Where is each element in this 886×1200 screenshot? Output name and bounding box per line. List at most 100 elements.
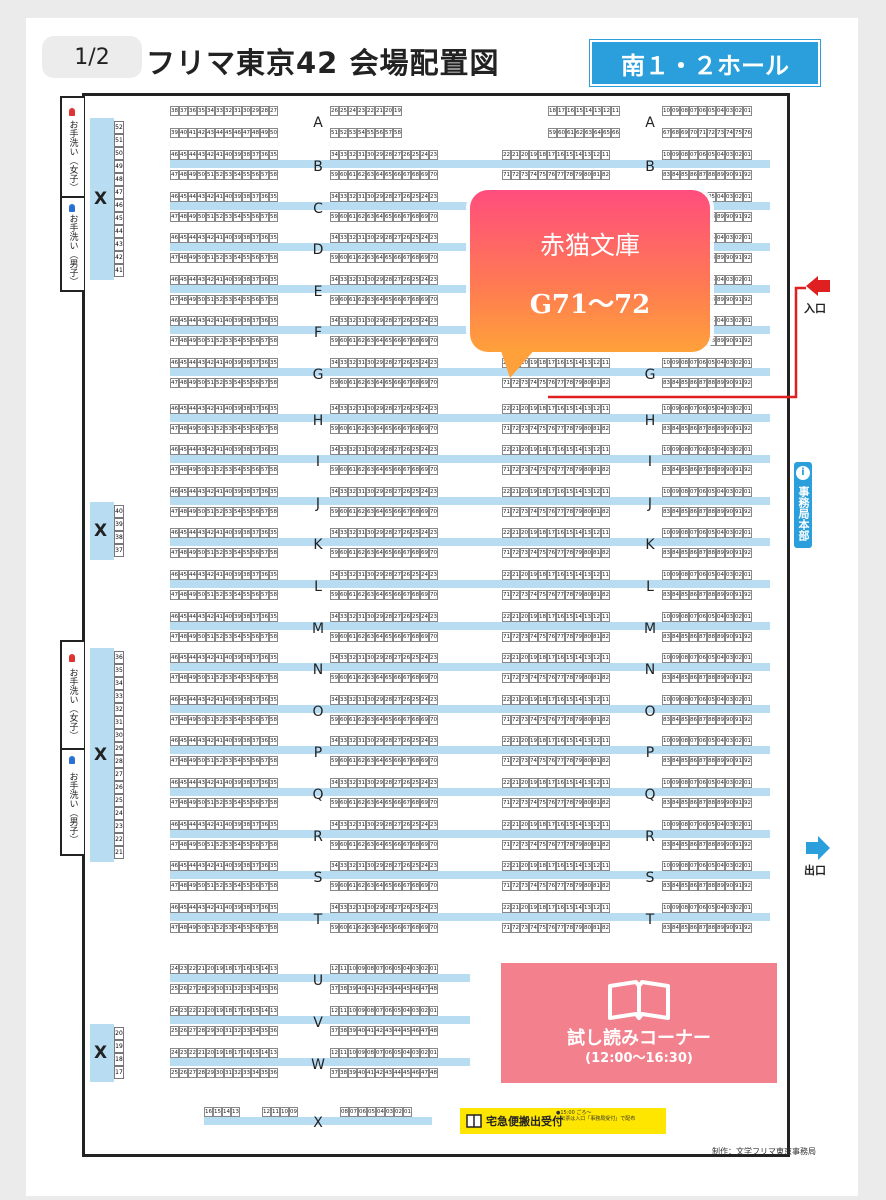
booth-cell[interactable]: 54: [233, 756, 242, 767]
booth-cell[interactable]: 72: [511, 170, 520, 180]
booth-cell[interactable]: 77: [556, 548, 565, 559]
booth-cell[interactable]: 73: [520, 631, 529, 642]
booth-cell[interactable]: 85: [680, 839, 689, 850]
booth-cell[interactable]: 02: [734, 570, 743, 580]
booth-cell[interactable]: 18: [538, 445, 547, 456]
booth-cell[interactable]: 90: [725, 798, 734, 808]
booth-cell[interactable]: 68: [411, 798, 420, 808]
booth-cell[interactable]: 25: [411, 191, 420, 202]
booth-cell[interactable]: 46: [170, 570, 179, 580]
booth-cell[interactable]: 77: [556, 714, 565, 725]
booth-cell[interactable]: 67: [662, 128, 671, 138]
booth-cell[interactable]: 72: [511, 798, 520, 808]
booth-cell[interactable]: 28: [197, 984, 206, 994]
booth-cell[interactable]: 87: [698, 839, 707, 850]
booth-cell[interactable]: 61: [348, 756, 357, 767]
booth-cell[interactable]: 01: [743, 445, 752, 456]
booth-cell[interactable]: 73: [520, 756, 529, 767]
booth-cell[interactable]: 23: [429, 403, 438, 414]
booth-cell[interactable]: 05: [707, 736, 716, 747]
booth-cell[interactable]: 92: [743, 798, 752, 808]
booth-cell[interactable]: 20: [520, 861, 529, 872]
booth-cell[interactable]: 70: [429, 336, 438, 347]
booth-cell[interactable]: 54: [233, 922, 242, 933]
booth-cell[interactable]: 32: [348, 611, 357, 622]
booth-cell[interactable]: 35: [260, 1026, 269, 1036]
booth-cell[interactable]: 26: [114, 781, 124, 794]
booth-cell[interactable]: 71: [502, 590, 511, 600]
booth-cell[interactable]: 66: [393, 170, 402, 180]
booth-cell[interactable]: 59: [330, 839, 339, 850]
booth-cell[interactable]: 35: [269, 233, 278, 244]
booth-cell[interactable]: 75: [538, 548, 547, 559]
booth-cell[interactable]: 38: [242, 274, 251, 285]
booth-cell[interactable]: 40: [224, 150, 233, 160]
booth-cell[interactable]: 71: [502, 548, 511, 559]
booth-cell[interactable]: 76: [547, 170, 556, 180]
booth-cell[interactable]: 11: [601, 445, 610, 456]
booth-cell[interactable]: 11: [601, 902, 610, 913]
booth-cell[interactable]: 09: [671, 902, 680, 913]
booth-cell[interactable]: 44: [188, 653, 197, 664]
booth-cell[interactable]: 21: [511, 403, 520, 414]
booth-cell[interactable]: 68: [411, 922, 420, 933]
booth-cell[interactable]: 86: [689, 170, 698, 180]
booth-cell[interactable]: 15: [251, 964, 260, 974]
booth-cell[interactable]: 41: [215, 445, 224, 456]
booth-cell[interactable]: 03: [725, 150, 734, 160]
booth-cell[interactable]: 40: [224, 358, 233, 368]
booth-cell[interactable]: 88: [707, 714, 716, 725]
booth-cell[interactable]: 45: [179, 902, 188, 913]
booth-cell[interactable]: 34: [330, 694, 339, 705]
booth-cell[interactable]: 15: [565, 150, 574, 160]
booth-cell[interactable]: 69: [420, 881, 429, 892]
booth-cell[interactable]: 24: [420, 819, 429, 830]
booth-cell[interactable]: 52: [339, 128, 348, 138]
booth-cell[interactable]: 02: [734, 694, 743, 705]
booth-cell[interactable]: 41: [215, 653, 224, 664]
booth-cell[interactable]: 04: [716, 106, 725, 116]
booth-cell[interactable]: 86: [689, 506, 698, 517]
booth-cell[interactable]: 58: [269, 170, 278, 180]
booth-cell[interactable]: 32: [348, 570, 357, 580]
booth-cell[interactable]: 03: [725, 736, 734, 747]
booth-cell[interactable]: 29: [375, 902, 384, 913]
booth-cell[interactable]: 01: [743, 358, 752, 368]
booth-cell[interactable]: 05: [707, 150, 716, 160]
booth-cell[interactable]: 12: [592, 861, 601, 872]
booth-cell[interactable]: 33: [339, 358, 348, 368]
booth-cell[interactable]: 50: [197, 839, 206, 850]
booth-cell[interactable]: 75: [538, 378, 547, 388]
booth-cell[interactable]: 13: [583, 653, 592, 664]
booth-cell[interactable]: 21: [511, 150, 520, 160]
booth-cell[interactable]: 45: [179, 445, 188, 456]
booth-cell[interactable]: 73: [520, 714, 529, 725]
booth-cell[interactable]: 27: [393, 150, 402, 160]
booth-cell[interactable]: 52: [215, 631, 224, 642]
booth-cell[interactable]: 80: [583, 170, 592, 180]
booth-cell[interactable]: 08: [680, 653, 689, 664]
booth-cell[interactable]: 43: [197, 358, 206, 368]
booth-cell[interactable]: 04: [716, 358, 725, 368]
booth-cell[interactable]: 40: [224, 233, 233, 244]
booth-cell[interactable]: 49: [188, 294, 197, 305]
booth-cell[interactable]: 85: [680, 756, 689, 767]
booth-cell[interactable]: 59: [330, 211, 339, 222]
booth-cell[interactable]: 16: [556, 778, 565, 788]
booth-cell[interactable]: 14: [574, 358, 583, 368]
booth-cell[interactable]: 53: [224, 294, 233, 305]
booth-cell[interactable]: 12: [592, 611, 601, 622]
booth-cell[interactable]: 12: [330, 1048, 339, 1058]
booth-cell[interactable]: 36: [269, 1068, 278, 1078]
booth-cell[interactable]: 37: [251, 861, 260, 872]
booth-cell[interactable]: 17: [547, 486, 556, 497]
booth-cell[interactable]: 79: [574, 798, 583, 808]
booth-cell[interactable]: 33: [339, 233, 348, 244]
booth-cell[interactable]: 35: [269, 445, 278, 456]
booth-cell[interactable]: 09: [671, 694, 680, 705]
booth-cell[interactable]: 06: [698, 778, 707, 788]
booth-cell[interactable]: 37: [251, 570, 260, 580]
booth-cell[interactable]: 34: [330, 736, 339, 747]
booth-cell[interactable]: 33: [339, 150, 348, 160]
booth-cell[interactable]: 68: [411, 839, 420, 850]
